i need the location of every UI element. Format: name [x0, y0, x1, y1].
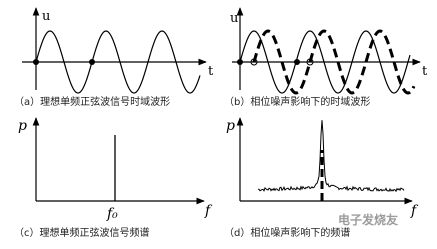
panel-d: p f （d）相位噪声影响下的频谱	[224, 117, 419, 239]
panel-b-zero-marker	[237, 59, 243, 65]
panel-b: u t （b）相位噪声影响下的时域波形	[224, 7, 428, 108]
panel-c-y-label: p	[18, 118, 27, 134]
panel-a-x-label: t	[208, 64, 214, 79]
panel-c: p f f₀ （c）理想单频正弦波信号频谱	[14, 117, 213, 239]
panel-d-caption: （d）相位噪声影响下的频谱	[224, 226, 350, 239]
panel-b-y-label: u	[230, 11, 238, 26]
panel-a-zero-marker	[89, 59, 95, 65]
panel-c-f0-label: f₀	[106, 206, 118, 222]
panel-a-zero-marker	[33, 59, 39, 65]
panel-c-caption: （c）理想单频正弦波信号频谱	[14, 226, 150, 239]
panel-a-caption: （a）理想单频正弦波信号时域波形	[14, 95, 170, 108]
panel-a: u t （a）理想单频正弦波信号时域波形	[14, 7, 214, 108]
panel-c-x-label: f	[204, 203, 213, 219]
panel-b-dashed-wave	[252, 29, 416, 95]
panel-b-x-label: t	[422, 64, 428, 79]
panel-b-caption: （b）相位噪声影响下的时域波形	[224, 95, 370, 108]
panel-b-zero-marker	[294, 59, 300, 65]
panel-d-y-label: p	[226, 118, 235, 134]
panel-d-x-label: f	[410, 203, 419, 219]
panel-b-solid-wave	[239, 30, 411, 94]
panel-a-y-label: u	[42, 9, 50, 24]
watermark-text: 电子发烧友	[338, 212, 398, 227]
panel-d-noise-spectrum	[257, 120, 405, 193]
panel-b-zero-marker	[250, 58, 258, 66]
panel-b-zero-marker	[306, 58, 314, 66]
panel-a-sine-wave	[35, 30, 201, 94]
